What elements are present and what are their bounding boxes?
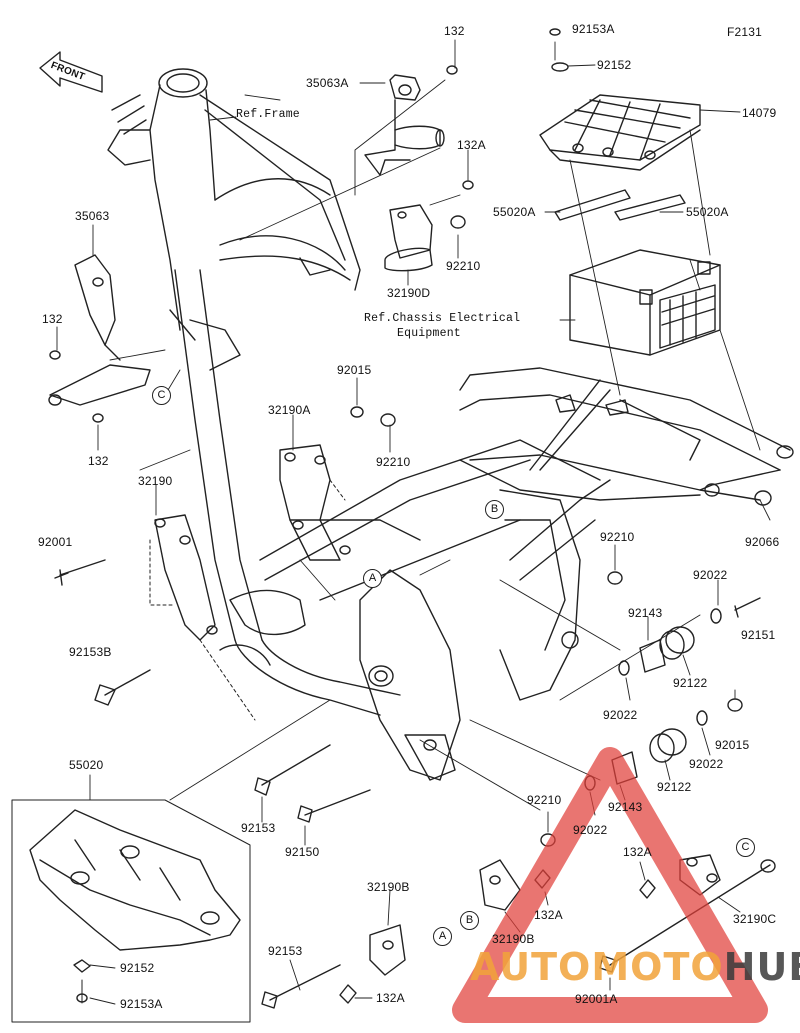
part-label[interactable]: 92153 [241,821,276,835]
part-label[interactable]: 92151 [741,628,776,642]
watermark-logo: AUTOMOTOHUB [470,945,800,989]
reference-callout: A [363,569,382,588]
part-label[interactable]: 55020A [686,205,729,219]
watermark-text-dark: HUB [723,945,800,989]
part-label[interactable]: 92143 [608,800,643,814]
part-label[interactable]: 92122 [673,676,708,690]
part-label[interactable]: 92210 [600,530,635,544]
part-label[interactable]: 92001 [38,535,73,549]
part-label[interactable]: 132A [534,908,563,922]
part-label[interactable]: 32190 [138,474,173,488]
part-label[interactable]: 132 [88,454,109,468]
part-label[interactable]: 132A [457,138,486,152]
part-label[interactable]: 92022 [689,757,724,771]
part-label[interactable]: 92152 [597,58,632,72]
part-label[interactable]: 92153B [69,645,112,659]
part-label[interactable]: 92150 [285,845,320,859]
part-label[interactable]: 55020A [493,205,536,219]
part-label[interactable]: 92153 [268,944,303,958]
part-label[interactable]: 92066 [745,535,780,549]
part-label[interactable]: 92210 [446,259,481,273]
part-label[interactable]: 92015 [337,363,372,377]
reference-label: Ref.Chassis Electrical [364,312,521,325]
reference-callout: C [736,838,755,857]
reference-callout: A [433,927,452,946]
part-label[interactable]: 132A [623,845,652,859]
part-label[interactable]: 92022 [693,568,728,582]
front-arrow-icon [39,51,103,93]
part-label[interactable]: 132 [444,24,465,38]
part-label[interactable]: 32190C [733,912,777,926]
part-label[interactable]: 92152 [120,961,155,975]
reference-callout: C [152,386,171,405]
part-label[interactable]: 92122 [657,780,692,794]
part-label[interactable]: 92015 [715,738,750,752]
watermark-text-orange: AUTOMOTO [470,945,724,989]
figure-code: F2131 [727,25,763,39]
part-label[interactable]: 92022 [573,823,608,837]
watermark-triangle-icon [452,747,768,1023]
part-label[interactable]: 92022 [603,708,638,722]
part-label[interactable]: 35063 [75,209,110,223]
reference-label: Ref.Frame [236,108,300,121]
part-label[interactable]: 92210 [527,793,562,807]
part-label[interactable]: 32190B [492,932,535,946]
part-label[interactable]: 132 [42,312,63,326]
part-label[interactable]: 92153A [120,997,163,1011]
reference-callout: B [485,500,504,519]
part-label[interactable]: 32190B [367,880,410,894]
reference-label: Equipment [397,327,461,340]
part-label[interactable]: 32190D [387,286,431,300]
part-label[interactable]: 92001A [575,992,618,1006]
part-label[interactable]: 35063A [306,76,349,90]
part-label[interactable]: 55020 [69,758,104,772]
part-label[interactable]: 92143 [628,606,663,620]
part-label[interactable]: 92210 [376,455,411,469]
reference-callout: B [460,911,479,930]
part-label[interactable]: 32190A [268,403,311,417]
part-label[interactable]: 14079 [742,106,777,120]
part-label[interactable]: 92153A [572,22,615,36]
part-label[interactable]: 132A [376,991,405,1005]
